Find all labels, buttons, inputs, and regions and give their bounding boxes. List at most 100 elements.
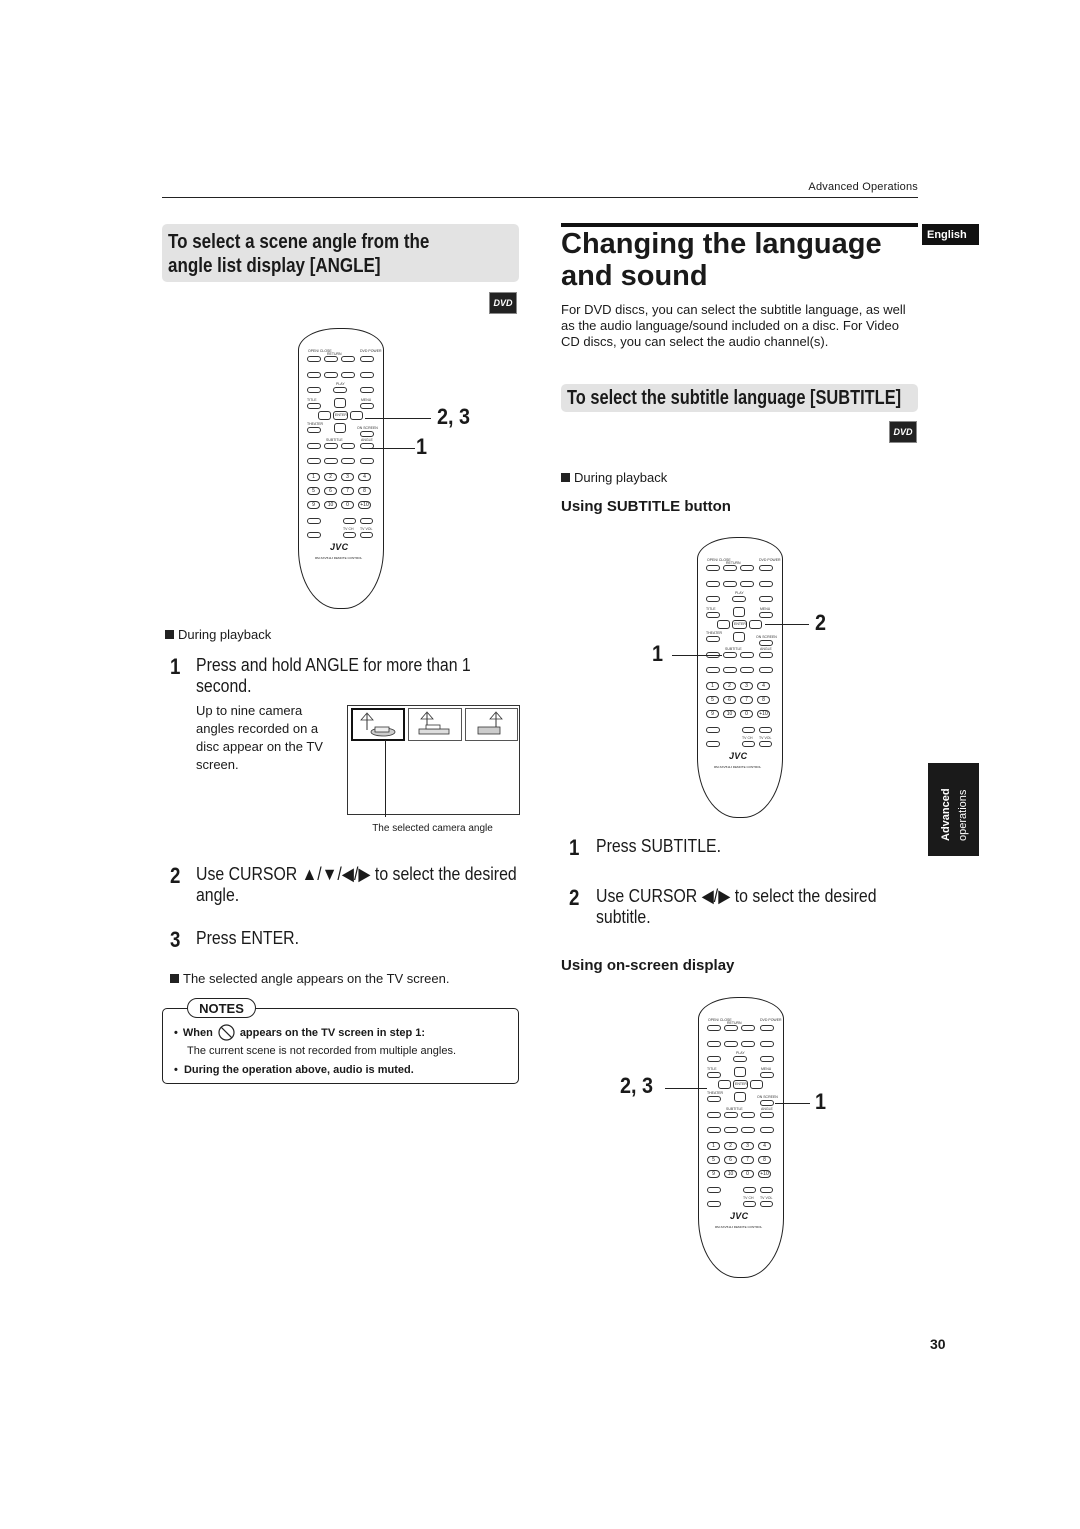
remote-label: OPEN/ CLOSE xyxy=(707,558,731,562)
step-number: 3 xyxy=(170,927,181,952)
number-button: 2 xyxy=(324,473,337,481)
remote-label: THEATER xyxy=(307,422,324,426)
notes-box xyxy=(162,1008,519,1084)
step-number: 2 xyxy=(569,885,580,910)
number-button: 1 xyxy=(707,1142,720,1150)
remote-button xyxy=(759,727,772,733)
remote-label: RETURN xyxy=(327,352,342,356)
remote-button xyxy=(707,1201,721,1207)
remote-label: ON SCREEN xyxy=(757,1095,778,1099)
title-rule xyxy=(561,223,918,227)
remote-button xyxy=(360,403,374,409)
remote-label: ANGLE xyxy=(761,1107,773,1111)
side-tab-line: Advanced xyxy=(940,788,952,841)
intro-paragraph: For DVD discs, you can select the subtit… xyxy=(561,302,906,349)
angle-heading: To select a scene angle from the angle l… xyxy=(168,231,430,277)
remote-button xyxy=(360,458,374,464)
remote-button xyxy=(706,727,720,733)
remote-button xyxy=(707,1096,721,1102)
callout-line xyxy=(369,448,415,449)
remote-button xyxy=(706,565,720,571)
number-button: 9 xyxy=(706,710,719,718)
brand-logo: JVC xyxy=(729,751,748,761)
remote-button xyxy=(724,1127,738,1133)
remote-button xyxy=(307,356,321,362)
number-button: 4 xyxy=(358,473,371,481)
remote-label: RETURN xyxy=(727,1021,742,1025)
remote-button xyxy=(360,356,374,362)
step-text: Press SUBTITLE. xyxy=(596,836,721,856)
header-rule xyxy=(162,197,918,198)
step-text: Use CURSOR ▲/▼/◀/▶ to select the desired… xyxy=(196,864,517,905)
remote-button xyxy=(706,612,720,618)
remote-label: DVD POWER xyxy=(759,558,781,562)
step-detail: Up to nine camera angles recorded on a d… xyxy=(196,703,323,772)
number-button: 9 xyxy=(307,501,320,509)
cursor-left-button xyxy=(318,411,331,420)
number-button: 2 xyxy=(723,682,736,690)
remote-button xyxy=(742,741,755,747)
number-button: 2 xyxy=(724,1142,737,1150)
remote-button xyxy=(707,1072,721,1078)
enter-button xyxy=(732,620,747,629)
remote-label: THEATER xyxy=(706,631,723,635)
remote-button xyxy=(324,443,338,449)
remote-button xyxy=(307,443,321,449)
remote-label: ON SCREEN xyxy=(756,635,777,639)
number-button: 1 xyxy=(307,473,320,481)
remote-button xyxy=(760,1025,774,1031)
remote-button xyxy=(740,581,754,587)
number-button: 5 xyxy=(707,1156,720,1164)
remote-button xyxy=(760,1041,774,1047)
cursor-left-button xyxy=(718,1080,731,1089)
number-button: 1 xyxy=(706,682,719,690)
remote-button xyxy=(307,518,321,524)
remote-button xyxy=(740,667,754,673)
remote-button xyxy=(706,581,720,587)
remote-button xyxy=(759,640,773,646)
remote-label: PLAY xyxy=(735,591,744,595)
number-button: 3 xyxy=(341,473,354,481)
remote-button xyxy=(307,427,321,433)
section-side-tab: Advanced operations xyxy=(928,763,979,856)
number-button: 3 xyxy=(740,682,753,690)
cursor-up-button xyxy=(733,607,745,617)
remote-label: TITLE xyxy=(307,398,317,402)
callout-label: 2 xyxy=(815,610,827,635)
remote-button xyxy=(743,1201,756,1207)
remote-button xyxy=(759,652,773,658)
cursor-down-button xyxy=(733,632,745,642)
enter-button xyxy=(333,411,348,420)
callout-label: 1 xyxy=(416,434,428,459)
remote-button xyxy=(341,356,355,362)
remote-button xyxy=(343,518,356,524)
model-caption: RM-SXV511J REMOTE CONTROL xyxy=(714,765,762,769)
prohibited-icon xyxy=(218,1024,235,1041)
screen-caption: The selected camera angle xyxy=(372,823,493,834)
number-button: 10 xyxy=(723,710,736,718)
step-text: Press ENTER. xyxy=(196,928,299,948)
remote-button xyxy=(307,403,321,409)
remote-button xyxy=(740,652,754,658)
remote-button xyxy=(724,1041,738,1047)
remote-button xyxy=(341,458,355,464)
number-button: 5 xyxy=(706,696,719,704)
tv-screen-illustration xyxy=(347,705,520,815)
step-number: 2 xyxy=(170,863,181,888)
remote-button xyxy=(759,612,773,618)
remote-button xyxy=(707,1041,721,1047)
remote-label: MENU xyxy=(361,398,372,402)
page-title: Changing the language and sound xyxy=(561,228,882,292)
remote-button xyxy=(742,727,755,733)
step-number: 1 xyxy=(170,654,181,679)
remote-button xyxy=(360,532,373,538)
number-button: 6 xyxy=(724,1156,737,1164)
model-caption: RM-SXV511J REMOTE CONTROL xyxy=(315,556,363,560)
brand-logo: JVC xyxy=(730,1211,749,1221)
number-button: 3 xyxy=(741,1142,754,1150)
remote-button xyxy=(333,387,347,393)
remote-button xyxy=(707,1112,721,1118)
number-button: 10 xyxy=(324,501,337,509)
remote-label: TITLE xyxy=(707,1067,717,1071)
